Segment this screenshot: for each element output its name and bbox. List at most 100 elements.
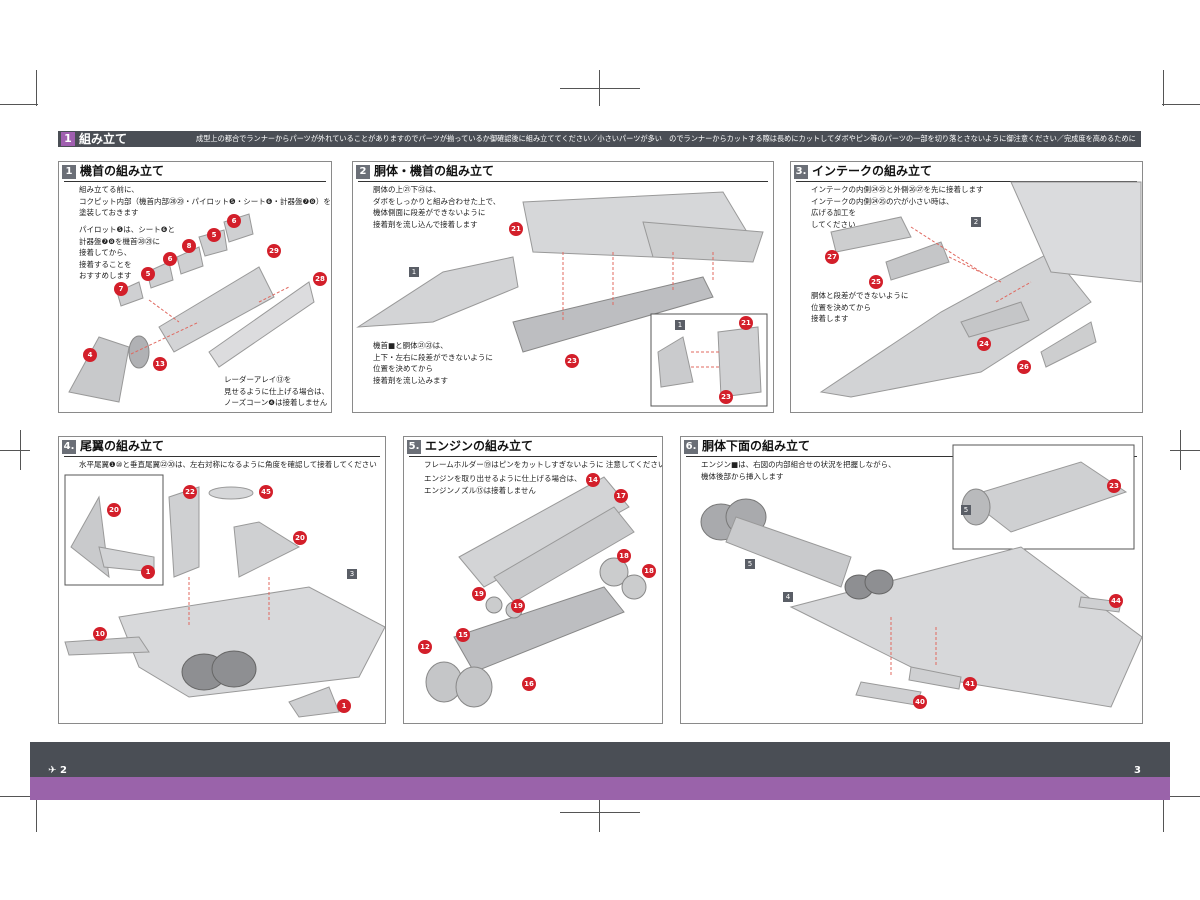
part-badge: 19: [472, 587, 486, 601]
part-badge: 23: [719, 390, 733, 404]
part-badge: 10: [93, 627, 107, 641]
title-underline: [796, 181, 1137, 182]
assembly-label: 5: [961, 505, 971, 515]
tail-note: 水平尾翼❶⑩と垂直尾翼㉒⑳は、左右対称になるように角度を確認して接着してください: [79, 460, 377, 469]
step-title: 胴体下面の組み立て: [702, 439, 811, 453]
page-number-right: 3: [1134, 765, 1141, 776]
engine-nozzle-note: エンジンを取り出せるように仕上げる場合は、 エンジンノズル⑮は接着しません: [424, 474, 582, 495]
crop-mark: [1170, 450, 1200, 451]
pilot-note: パイロット❺は、シート❻と 計器盤❼❽を機首㉘㉙に 接着してから、 接着すること…: [79, 225, 175, 280]
intake-note: インテークの内側㉔㉕と外側㉖㉗を先に接着します インテークの内側㉔㉕の穴が小さい…: [811, 185, 984, 229]
step-number: 4.: [62, 440, 76, 454]
step-number: 2: [356, 165, 370, 179]
panel-lower-fuselage-assembly: 6. 胴体下面の組み立て エンジン■は、右図の内部組合せの状況を把握しながら、 …: [680, 436, 1143, 724]
title-underline: [64, 456, 380, 457]
step-title: 胴体・機首の組み立て: [374, 164, 495, 178]
crop-mark: [1162, 104, 1200, 105]
crop-mark: [599, 70, 600, 106]
assembly-label: 1: [675, 320, 685, 330]
part-badge: 28: [313, 272, 327, 286]
part-badge: 21: [509, 222, 523, 236]
step-title: 機首の組み立て: [80, 164, 165, 178]
assembly-label: 3: [347, 569, 357, 579]
cockpit-paint-note: 組み立てる前に、 コクピット内部（機首内部㉘㉙・パイロット❺・シート❻・計器盤❼…: [79, 185, 331, 217]
radar-note: レーダーアレイ⑬を 見せるように仕上げる場合は、 ノーズコーン❹は接着しません: [224, 375, 329, 407]
step-number: 5.: [407, 440, 421, 454]
crop-mark: [1163, 796, 1164, 832]
crop-mark: [560, 812, 640, 813]
crop-mark: [599, 796, 600, 832]
step-number: 6.: [684, 440, 698, 454]
engine-illustration: [425, 476, 647, 708]
part-badge: 41: [963, 677, 977, 691]
part-badge: 23: [1107, 479, 1121, 493]
part-badge: 21: [739, 316, 753, 330]
crop-mark: [20, 430, 21, 470]
part-badge: 12: [418, 640, 432, 654]
crop-mark: [1162, 796, 1200, 797]
section-number: 1: [61, 132, 75, 146]
title-underline: [686, 456, 1137, 457]
crop-mark: [560, 88, 640, 89]
panel-intake-assembly: 3. インテークの組み立て インテークの内側㉔㉕と外側㉖㉗を先に接着します イン…: [790, 161, 1143, 413]
part-badge: 23: [565, 354, 579, 368]
crop-mark: [36, 796, 37, 832]
part-badge: 26: [1017, 360, 1031, 374]
part-badge: 20: [293, 531, 307, 545]
part-badge: 6: [227, 214, 241, 228]
assembly-label: 5: [745, 559, 755, 569]
part-badge: 5: [207, 228, 221, 242]
part-badge: 20: [107, 503, 121, 517]
part-badge: 45: [259, 485, 273, 499]
part-badge: 6: [163, 252, 177, 266]
panel-engine-assembly: 5. エンジンの組み立て フレームホルダー⑲はピンをカットしすぎないように 注意…: [403, 436, 663, 724]
part-badge: 17: [614, 489, 628, 503]
title-underline: [409, 456, 657, 457]
part-badge: 1: [141, 565, 155, 579]
part-badge: 44: [1109, 594, 1123, 608]
part-badge: 13: [153, 357, 167, 371]
part-badge: 1: [337, 699, 351, 713]
part-badge: 25: [869, 275, 883, 289]
engine-insert-note: エンジン■は、右図の内部組合せの状況を把握しながら、 機体後部から挿入します: [701, 460, 896, 481]
section-header: 1 組み立て 成型上の都合でランナーからパーツが外れていることがありますのでパー…: [58, 131, 1141, 147]
part-badge: 40: [913, 695, 927, 709]
part-badge: 19: [511, 599, 525, 613]
assembly-label: 2: [971, 217, 981, 227]
footer-band: ✈ 2 3: [30, 742, 1170, 777]
flame-holder-note: フレームホルダー⑲はピンをカットしすぎないように 注意してください: [424, 460, 663, 469]
intake-position-note: 胴体と段差ができないように 位置を決めてから 接着します: [811, 291, 909, 323]
part-badge: 27: [825, 250, 839, 264]
lower-fuselage-illustration: [700, 444, 1142, 708]
crop-mark: [0, 796, 38, 797]
part-badge: 8: [182, 239, 196, 253]
airplane-icon: ✈: [48, 765, 57, 776]
crop-mark: [1180, 430, 1181, 470]
step-number: 1: [62, 165, 76, 179]
title-underline: [64, 181, 326, 182]
fuselage-note: 胴体の上㉑下㉓は、 ダボをしっかりと組み合わせた上で、 機体側面に段差ができない…: [373, 185, 501, 229]
crop-mark: [0, 104, 38, 105]
crop-mark: [1163, 70, 1164, 106]
part-badge: 18: [642, 564, 656, 578]
tail-illustration: [64, 474, 385, 718]
nose-fuselage-note: 機首■と胴体㉑㉓は、 上下・左右に段差ができないように 位置を決めてから 接着剤…: [373, 341, 493, 385]
panel-nose-assembly: 1 機首の組み立て 組み立てる前に、 コクピット内部（機首内部㉘㉙・パイロット❺…: [58, 161, 332, 413]
assembly-label: 4: [783, 592, 793, 602]
step-title: エンジンの組み立て: [425, 439, 534, 453]
intake-illustration: [819, 181, 1142, 398]
step-number: 3.: [794, 165, 808, 179]
step-title: インテークの組み立て: [812, 164, 933, 178]
part-badge: 29: [267, 244, 281, 258]
assembly-label: 1: [409, 267, 419, 277]
part-badge: 16: [522, 677, 536, 691]
part-badge: 14: [586, 473, 600, 487]
crop-mark: [0, 450, 30, 451]
part-badge: 7: [114, 282, 128, 296]
page-number-left: 2: [60, 765, 67, 776]
crop-mark: [36, 70, 37, 106]
section-title: 組み立て: [79, 132, 128, 146]
part-badge: 5: [141, 267, 155, 281]
section-note: 成型上の都合でランナーからパーツが外れていることがありますのでパーツが揃っている…: [196, 134, 1136, 143]
footer-accent-band: [30, 777, 1170, 800]
